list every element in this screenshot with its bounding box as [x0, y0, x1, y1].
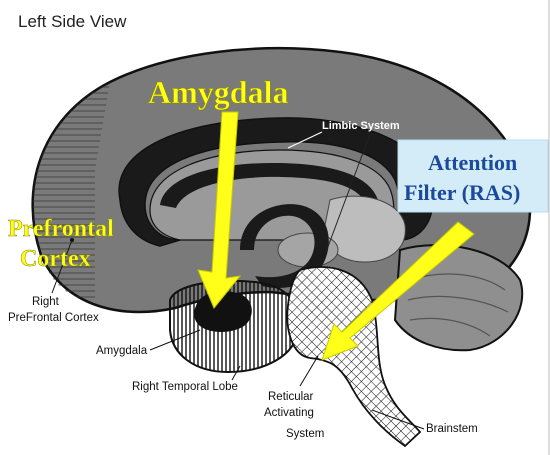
- prefrontal-callout-line2: Cortex: [20, 246, 91, 272]
- reticular-label-line2: Activating: [264, 407, 314, 419]
- prefrontal-callout-line1: Prefrontal: [8, 216, 114, 242]
- title: Left Side View: [18, 12, 127, 31]
- limbic-system-label: Limbic System: [322, 120, 400, 132]
- reticular-label-line1: Reticular: [268, 391, 314, 403]
- attention-filter-line2: Filter (RAS): [404, 180, 520, 205]
- right-prefrontal-label-line1: Right: [32, 296, 60, 308]
- amygdala-callout: Amygdala: [148, 74, 288, 110]
- attention-filter-line1: Attention: [428, 150, 517, 175]
- right-prefrontal-label-line2: PreFrontal Cortex: [8, 312, 99, 324]
- amygdala-label: Amygdala: [96, 345, 148, 357]
- brainstem-label: Brainstem: [426, 423, 478, 435]
- right-temporal-lobe-label: Right Temporal Lobe: [132, 381, 238, 393]
- reticular-pointer: [300, 356, 318, 386]
- reticular-label-line3: System: [286, 428, 324, 440]
